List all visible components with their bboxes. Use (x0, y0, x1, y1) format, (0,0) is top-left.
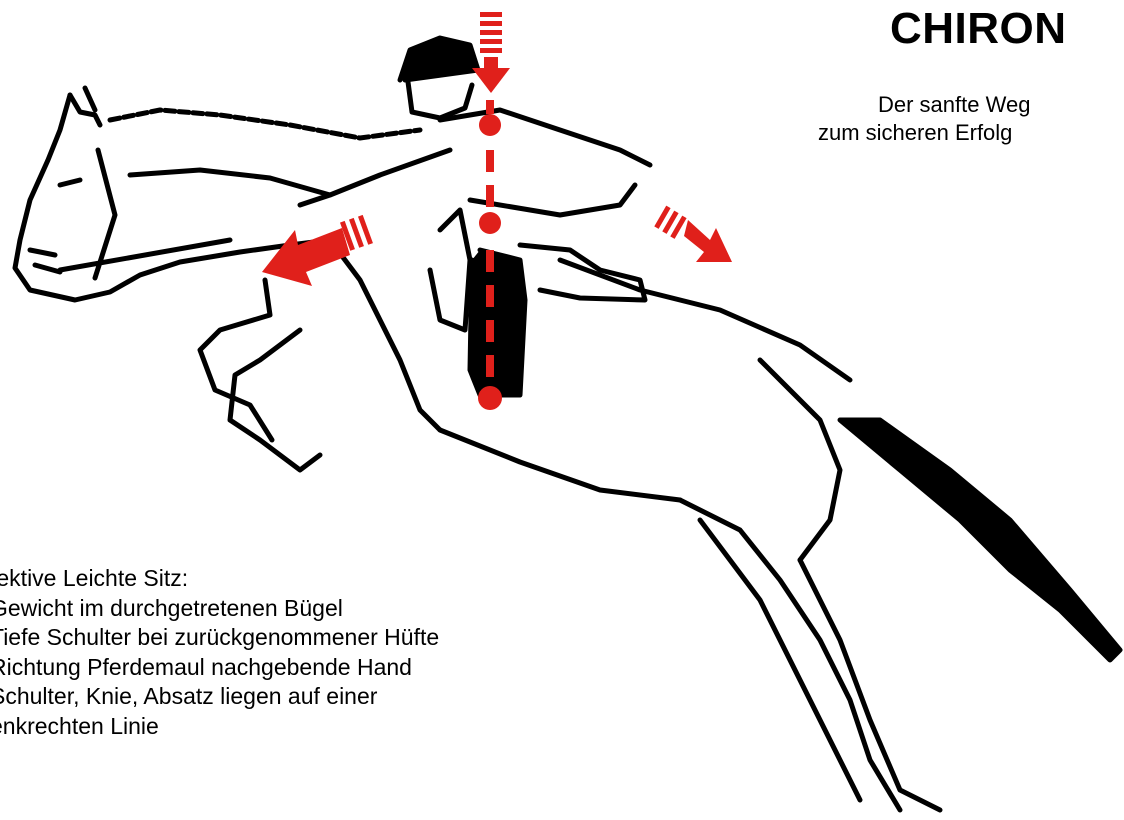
horse-hindquarter (760, 360, 840, 560)
right-arrow-icon (654, 206, 732, 262)
horse-nostril (30, 250, 60, 272)
caption-line: fektive Leichte Sitz: (0, 564, 439, 594)
horse-chest (330, 240, 440, 430)
horse-ear (70, 88, 100, 125)
seat-description: fektive Leichte Sitz: Gewicht im durchge… (0, 564, 439, 741)
saddle-cloth (520, 245, 645, 300)
rider-back (440, 110, 650, 165)
rider-arm (300, 150, 450, 205)
horse-back (560, 260, 850, 380)
tagline-line-2: zum sicheren Erfolg (818, 120, 1012, 146)
horse-belly (440, 430, 680, 500)
horse-eye (60, 180, 80, 185)
caption-line: Gewicht im durchgetretenen Bügel (0, 594, 439, 624)
saddle-flap (430, 210, 470, 330)
rider-thigh (470, 185, 635, 215)
rider-face (408, 82, 472, 118)
horse-hind-leg-3 (800, 560, 940, 810)
brand-title: CHIRON (890, 4, 1067, 54)
rider-boot (470, 250, 525, 395)
rider-helmet (400, 38, 478, 80)
horse-neck (130, 170, 330, 195)
tail (840, 420, 1120, 660)
caption-line: Richtung Pferdemaul nachgebende Hand (0, 653, 439, 683)
horse-mane (110, 110, 420, 138)
tagline-line-1: Der sanfte Weg (878, 92, 1030, 118)
down-arrow-icon (472, 12, 510, 93)
caption-line: enkrechten Linie (0, 712, 439, 742)
caption-line: Tiefe Schulter bei zurückgenommener Hüft… (0, 623, 439, 653)
caption-line: Schulter, Knie, Absatz liegen auf einer (0, 682, 439, 712)
horse-hind-leg-2 (700, 520, 860, 800)
